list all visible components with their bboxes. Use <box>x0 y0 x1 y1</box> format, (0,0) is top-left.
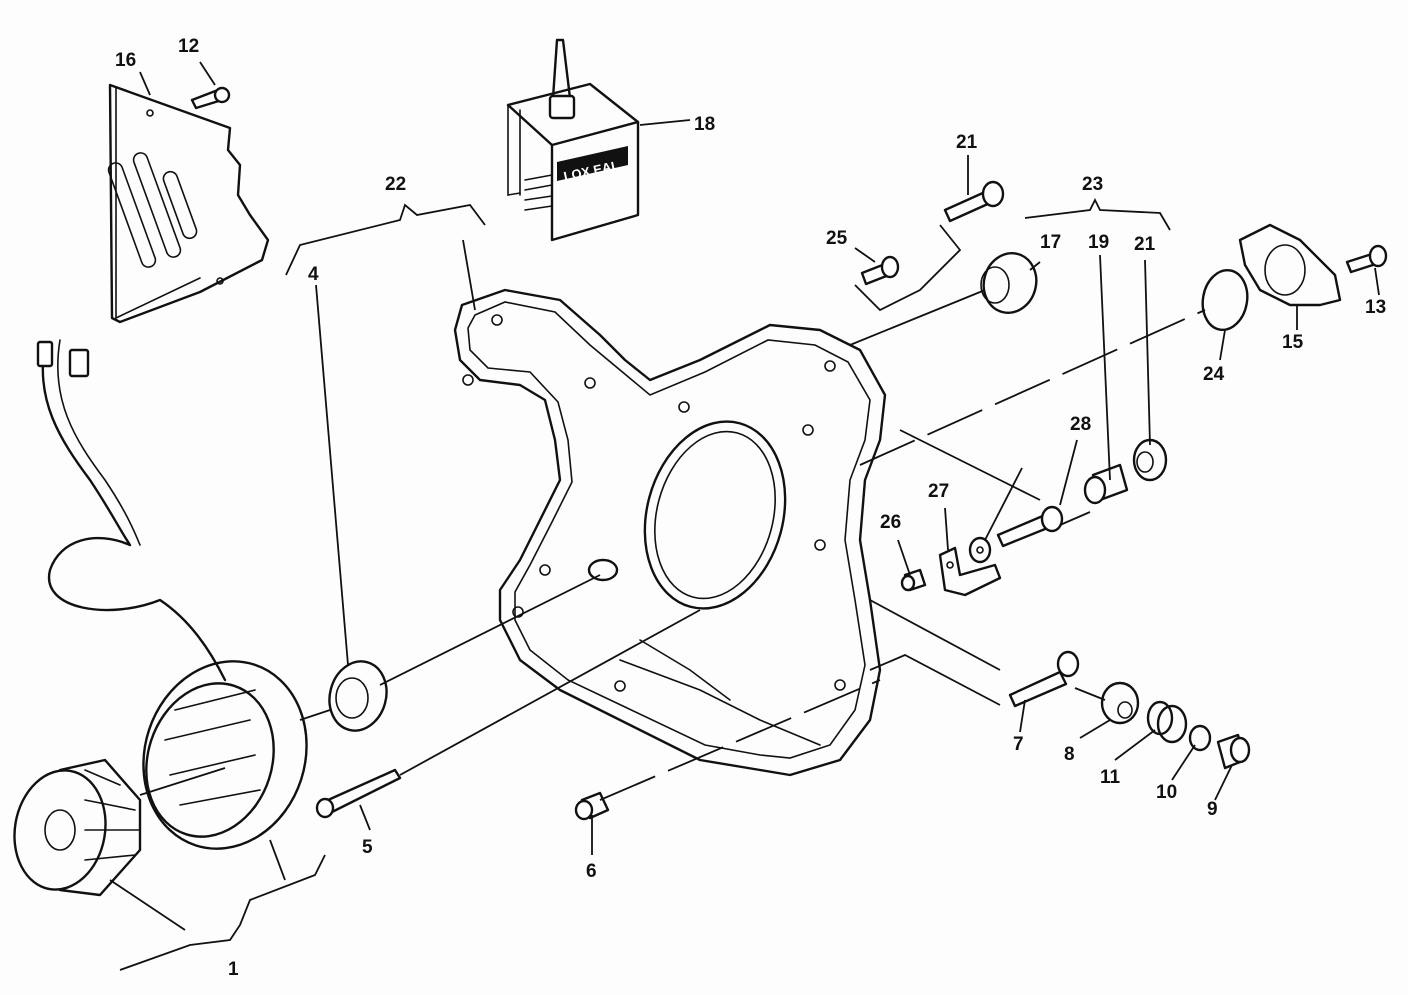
screw-27 <box>996 505 1064 548</box>
flange-cover-23 <box>1238 223 1342 307</box>
leader-lines <box>109 61 1380 971</box>
callout-13: 16 <box>115 50 136 71</box>
callout-16: 18 <box>694 114 715 135</box>
callout-5: 5 <box>362 837 373 858</box>
callout-6: 6 <box>586 861 597 882</box>
screw-14 <box>1345 244 1388 274</box>
oil-seal-18 <box>1132 438 1168 482</box>
callout-21-left: 22 <box>385 174 406 195</box>
callout-10: 10 <box>1156 782 1177 803</box>
callout-24: 25 <box>826 228 848 249</box>
cover-plate-13 <box>107 83 270 324</box>
bearing-4 <box>328 660 388 732</box>
callout-25: 26 <box>880 512 901 533</box>
washer-8 <box>1100 681 1140 725</box>
callout-4: 4 <box>308 264 319 285</box>
callout-26: 27 <box>928 481 949 502</box>
stator-rotor-1 <box>13 339 308 897</box>
o-ring-22 <box>1201 269 1249 331</box>
pin-25 <box>900 568 927 592</box>
callout-27: 28 <box>1070 414 1091 435</box>
bushing-6 <box>574 791 610 821</box>
callout-21-right: 23 <box>1082 174 1103 195</box>
screw-19 <box>943 180 1005 223</box>
screw-24 <box>860 255 900 286</box>
screw-12 <box>190 86 231 110</box>
callout-23: 15 <box>1282 332 1304 353</box>
seal-ring-10 <box>1188 724 1212 752</box>
callout-15: 17 <box>1040 232 1061 253</box>
bracket-26 <box>938 546 1002 597</box>
bushing-17 <box>1083 463 1129 505</box>
callout-7: 7 <box>1013 734 1024 755</box>
callout-12: 12 <box>178 36 199 57</box>
callout-1: 1 <box>228 959 239 980</box>
callout-17: 19 <box>1088 232 1109 253</box>
screw-5 <box>315 768 402 819</box>
callout-labels: 16 12 18 22 4 21 25 23 17 19 21 24 15 13… <box>115 36 1386 980</box>
callout-8: 8 <box>1064 744 1075 765</box>
spring-11 <box>1146 700 1188 744</box>
callout-18: 21 <box>1134 234 1156 255</box>
callout-9: 9 <box>1207 799 1218 820</box>
washer-28 <box>968 536 992 564</box>
callout-14: 13 <box>1365 297 1386 318</box>
plug-9 <box>1216 733 1251 770</box>
callout-19: 21 <box>956 132 978 153</box>
threadlocker-bottle-16: LOX EAL <box>506 38 640 242</box>
generator-cover-21 <box>453 288 887 777</box>
callout-11: 11 <box>1100 767 1121 788</box>
needle-bearing-15 <box>980 252 1038 314</box>
screw-7 <box>1008 650 1080 708</box>
callout-22: 24 <box>1203 364 1225 385</box>
